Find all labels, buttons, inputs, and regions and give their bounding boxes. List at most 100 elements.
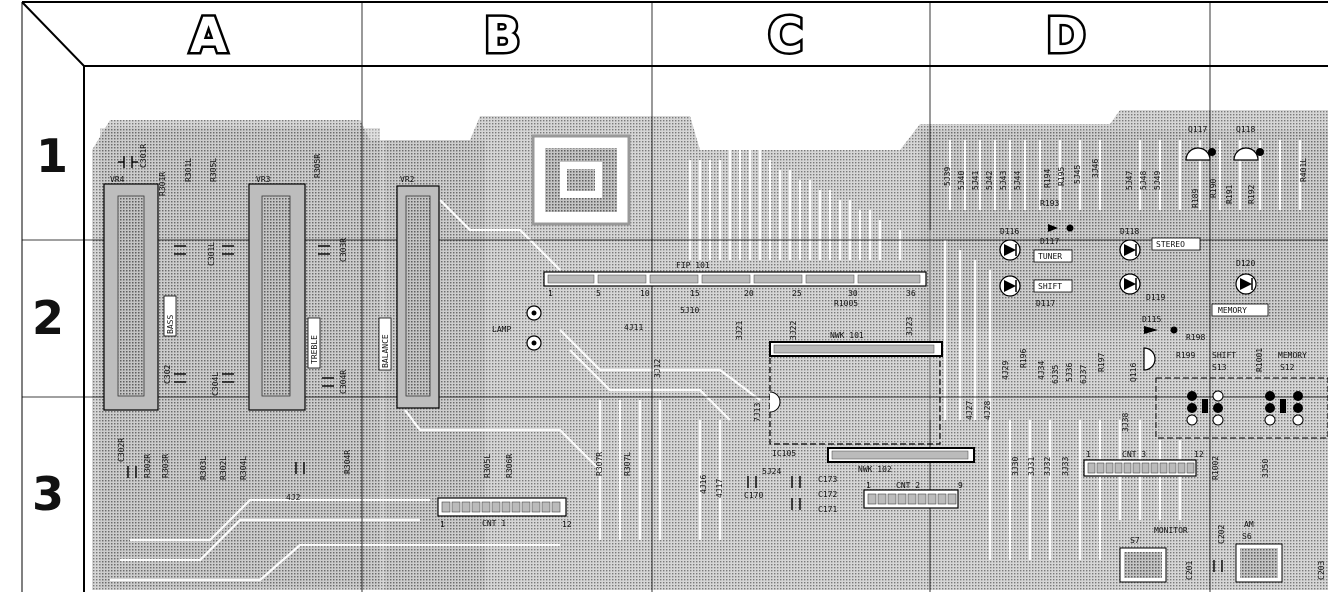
r192-label: R192 <box>1247 185 1256 204</box>
memory-label: MEMORY <box>1218 306 1247 315</box>
cnt3-label: CNT 3 <box>1122 450 1146 459</box>
r1002-label: R1002 <box>1211 456 1220 480</box>
j33-label: 3J33 <box>1061 457 1070 476</box>
c301l-label: C301L <box>207 242 216 266</box>
j29-label: 4J29 <box>1001 361 1010 380</box>
j38-label: 3J38 <box>1121 413 1130 432</box>
r197-label: R197 <box>1097 353 1106 372</box>
j23-label: 3J23 <box>905 317 914 336</box>
j39-label: 5J39 <box>943 167 952 186</box>
led-d118 <box>1119 239 1141 261</box>
vr3-label: VR3 <box>256 175 271 184</box>
j40-label: 5J40 <box>957 171 966 190</box>
r196-label: R196 <box>1019 349 1028 368</box>
column-header-a: A <box>190 8 227 64</box>
c170-label: C170 <box>744 491 763 500</box>
q116-label: Q116 <box>1129 363 1138 382</box>
j35-label: 6J35 <box>1051 365 1060 384</box>
r189-label: R189 <box>1191 189 1200 208</box>
frame <box>21 1 1328 592</box>
j47-label: 5J47 <box>1125 171 1134 190</box>
column-headers: A B C D <box>188 6 1089 67</box>
cnt3-pin-1: 1 <box>1086 450 1091 459</box>
r194-label: R194 <box>1043 169 1052 188</box>
c172-label: C172 <box>818 490 837 499</box>
r303r-label: R303R <box>161 454 170 478</box>
j50-label: 3J50 <box>1261 459 1270 478</box>
d118-label: D118 <box>1120 227 1139 236</box>
r190-label: R190 <box>1209 179 1218 198</box>
lamp-label: LAMP <box>492 325 511 334</box>
j48-label: 5J48 <box>1139 171 1148 190</box>
d115-label: D115 <box>1142 315 1161 324</box>
j49-label: 5J49 <box>1153 171 1162 190</box>
fip101-label: FIP 101 <box>676 261 710 270</box>
column-header-d: D <box>1046 8 1086 64</box>
led-d119 <box>1119 273 1141 295</box>
row-header-2: 2 <box>32 291 64 345</box>
c302-label: C302 <box>163 365 172 384</box>
j10-label: 5J10 <box>680 306 699 315</box>
r303l-label: R303L <box>199 456 208 480</box>
ic105-label: IC105 <box>772 449 796 458</box>
stereo-label: STEREO <box>1156 240 1185 249</box>
d116-label: D116 <box>1000 227 1019 236</box>
cnt2-pin-9: 9 <box>958 481 963 490</box>
c301r-label: C301R <box>139 144 148 168</box>
r302r-label: R302R <box>143 454 152 478</box>
c202-label: C202 <box>1217 525 1226 544</box>
cnt1-pin-12: 12 <box>562 520 572 529</box>
r304r-label: R304R <box>343 450 352 474</box>
fip-pin-5: 5 <box>596 289 601 298</box>
fip-pin-15: 15 <box>690 289 700 298</box>
column-header-b: B <box>484 8 521 64</box>
j31-label: 3J31 <box>1027 457 1036 476</box>
c302r-label: C302R <box>117 438 126 462</box>
switch-s13-s12-outline <box>1155 377 1328 439</box>
cnt2-label: CNT 2 <box>896 481 920 490</box>
r199-label: R199 <box>1176 351 1195 360</box>
r307l-label: R307L <box>623 452 632 476</box>
r198-label: R198 <box>1186 333 1205 342</box>
c173-label: C173 <box>818 475 837 484</box>
balance-label: BALANCE <box>381 334 390 368</box>
j21-label: 3J21 <box>735 321 744 340</box>
shift-label: SHIFT <box>1038 282 1062 291</box>
s13-label: S13 <box>1212 363 1227 372</box>
cnt3-pin-12: 12 <box>1194 450 1204 459</box>
r302l-label: R302L <box>219 456 228 480</box>
fip101-display-connector: FIP 101 1 5 10 15 20 25 30 36 5J10 R1005 <box>543 261 927 315</box>
r1005-label: R1005 <box>834 299 858 308</box>
ic105-package: NWK 101 NWK 102 IC105 7J13 3J21 3J22 3J2… <box>699 317 992 514</box>
r1001-label: R1001 <box>1255 348 1264 372</box>
fip-pin-30: 30 <box>848 289 858 298</box>
fip-pin-1: 1 <box>548 289 553 298</box>
r304l-label: R304L <box>239 456 248 480</box>
led-d120 <box>1235 273 1257 295</box>
r301l-label: R301L <box>184 158 193 182</box>
j24-label: 5J24 <box>762 467 781 476</box>
r193-label: R193 <box>1040 199 1059 208</box>
column-b-labels: LAMP R305L R306R R307R R307L 4J11 3J12 <box>483 305 662 478</box>
d117-label: D117 <box>1036 299 1055 308</box>
c304l-label: C304L <box>211 372 220 396</box>
treble-label: TREBLE <box>310 335 319 364</box>
column-d-components: 5J39 5J40 5J41 5J42 5J43 5J44 R194 R195 … <box>943 125 1328 583</box>
s6-label: S6 <box>1242 532 1252 541</box>
c304r-label: C304R <box>339 370 348 394</box>
row-header-1: 1 <box>36 129 68 183</box>
j16-label: 4J16 <box>699 475 708 494</box>
j32-label: 3J32 <box>1043 457 1052 476</box>
am-label: AM <box>1244 520 1254 529</box>
r191-label: R191 <box>1225 185 1234 204</box>
control-labels: BASS TREBLE BALANCE <box>163 295 392 371</box>
r195-label: R195 <box>1057 167 1066 186</box>
switch-s12-pads <box>1264 391 1304 426</box>
j36-label: 5J36 <box>1065 363 1074 382</box>
j2-label: 4J2 <box>286 493 301 502</box>
c201-label: C201 <box>1185 561 1194 580</box>
nwk101-label: NWK 101 <box>830 331 864 340</box>
potentiometers: VR4 VR3 VR2 <box>103 175 440 411</box>
j46-label: 3J46 <box>1091 159 1100 178</box>
